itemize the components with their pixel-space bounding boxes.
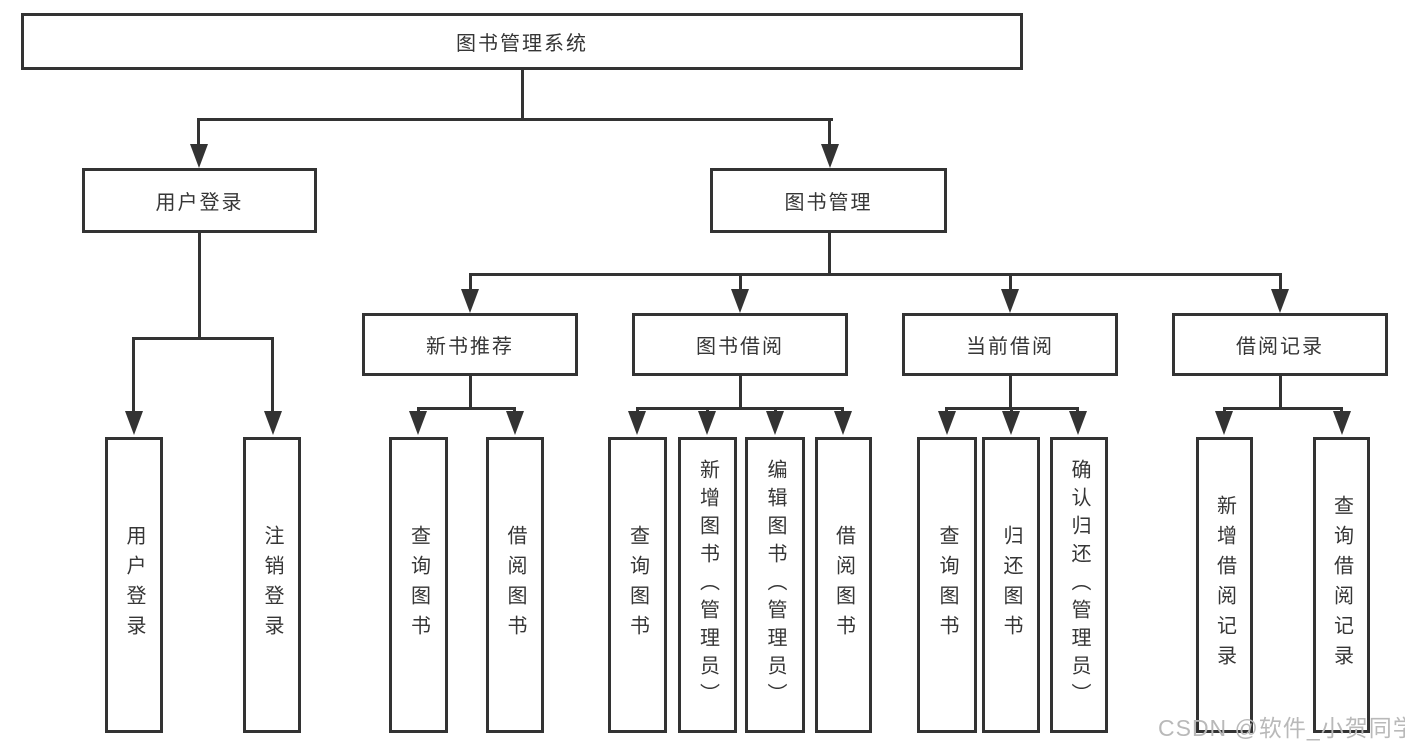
leaf-newbook-query: 查询图书 xyxy=(389,437,448,733)
node-new-book-rec-label: 新书推荐 xyxy=(426,336,514,358)
arrow-down-icon xyxy=(1069,411,1087,435)
arrow-down-icon xyxy=(190,144,208,168)
arrow-down-icon xyxy=(1333,411,1351,435)
connector-new-book-crossbar xyxy=(417,407,516,410)
arrow-down-icon xyxy=(821,144,839,168)
connector-leaf-shaft xyxy=(271,337,274,417)
leaf-borrow-add-label: 新增图书（管理员） xyxy=(696,459,719,711)
connector-l3-shaft xyxy=(1279,273,1282,293)
connector-l3-shaft xyxy=(739,273,742,293)
node-user-login-label: 用户登录 xyxy=(155,192,244,214)
arrow-down-icon xyxy=(1002,411,1020,435)
connector-book-mgmt-stem xyxy=(828,233,831,276)
connector-records-crossbar xyxy=(1223,407,1343,410)
node-current-borrow-label: 当前借阅 xyxy=(966,336,1054,358)
connector-book-mgmt-shaft xyxy=(828,118,831,150)
leaf-logout: 注销登录 xyxy=(243,437,301,733)
leaf-borrow-query-label: 查询图书 xyxy=(626,525,649,645)
node-current-borrow: 当前借阅 xyxy=(902,313,1118,376)
arrow-down-icon xyxy=(834,411,852,435)
leaf-current-return-label: 归还图书 xyxy=(1000,525,1022,645)
arrow-down-icon xyxy=(125,411,143,435)
connector-current-borrow-stem xyxy=(1009,376,1012,410)
arrow-down-icon xyxy=(409,411,427,435)
leaf-current-confirm-label: 确认归还（管理员） xyxy=(1068,459,1090,711)
node-root-label: 图书管理系统 xyxy=(456,33,588,55)
leaf-current-query: 查询图书 xyxy=(917,437,977,733)
connector-book-borrow-stem xyxy=(739,376,742,410)
arrow-down-icon xyxy=(1215,411,1233,435)
node-book-mgmt-label: 图书管理 xyxy=(784,192,873,214)
connector-root-stem xyxy=(521,69,524,119)
arrow-down-icon xyxy=(766,411,784,435)
leaf-borrow-edit-label: 编辑图书（管理员） xyxy=(764,459,786,711)
arrow-down-icon xyxy=(1271,289,1289,313)
connector-root-crossbar xyxy=(197,118,833,121)
connector-new-book-stem xyxy=(469,376,472,410)
node-root: 图书管理系统 xyxy=(21,13,1023,70)
connector-l3-shaft xyxy=(469,273,472,293)
leaf-current-query-label: 查询图书 xyxy=(936,525,958,645)
connector-user-login-shaft xyxy=(197,118,200,150)
leaf-current-return: 归还图书 xyxy=(982,437,1040,733)
arrow-down-icon xyxy=(1001,289,1019,313)
connector-user-login-stem xyxy=(198,233,201,340)
leaf-current-confirm: 确认归还（管理员） xyxy=(1050,437,1108,733)
leaf-borrow-query: 查询图书 xyxy=(608,437,667,733)
csdn-watermark: CSDN @软件_小贺同学 xyxy=(1158,715,1405,741)
arrow-down-icon xyxy=(264,411,282,435)
connector-user-login-crossbar xyxy=(132,337,274,340)
leaf-newbook-query-label: 查询图书 xyxy=(407,525,430,645)
arrow-down-icon xyxy=(698,411,716,435)
arrow-down-icon xyxy=(938,411,956,435)
connector-leaf-shaft xyxy=(132,337,135,417)
leaf-user-login-label: 用户登录 xyxy=(123,525,145,645)
leaf-logout-label: 注销登录 xyxy=(261,525,283,645)
leaf-newbook-borrow: 借阅图书 xyxy=(486,437,544,733)
connector-book-mgmt-crossbar xyxy=(469,273,1282,276)
arrow-down-icon xyxy=(628,411,646,435)
leaf-record-query: 查询借阅记录 xyxy=(1313,437,1370,733)
leaf-borrow-add: 新增图书（管理员） xyxy=(678,437,737,733)
leaf-record-query-label: 查询借阅记录 xyxy=(1330,495,1353,675)
connector-l3-shaft xyxy=(1009,273,1012,293)
node-book-borrow-label: 图书借阅 xyxy=(696,336,784,358)
node-borrow-records: 借阅记录 xyxy=(1172,313,1388,376)
connector-book-borrow-crossbar xyxy=(636,407,844,410)
leaf-borrow-book: 借阅图书 xyxy=(815,437,872,733)
node-book-borrow: 图书借阅 xyxy=(632,313,848,376)
leaf-user-login: 用户登录 xyxy=(105,437,163,733)
node-user-login: 用户登录 xyxy=(82,168,317,233)
leaf-borrow-book-label: 借阅图书 xyxy=(832,525,855,645)
arrow-down-icon xyxy=(506,411,524,435)
node-book-mgmt: 图书管理 xyxy=(710,168,947,233)
connector-records-stem xyxy=(1279,376,1282,410)
leaf-record-add-label: 新增借阅记录 xyxy=(1213,495,1236,675)
leaf-borrow-edit: 编辑图书（管理员） xyxy=(745,437,805,733)
arrow-down-icon xyxy=(731,289,749,313)
node-new-book-rec: 新书推荐 xyxy=(362,313,578,376)
leaf-record-add: 新增借阅记录 xyxy=(1196,437,1253,733)
node-borrow-records-label: 借阅记录 xyxy=(1236,336,1324,358)
arrow-down-icon xyxy=(461,289,479,313)
leaf-newbook-borrow-label: 借阅图书 xyxy=(504,525,526,645)
